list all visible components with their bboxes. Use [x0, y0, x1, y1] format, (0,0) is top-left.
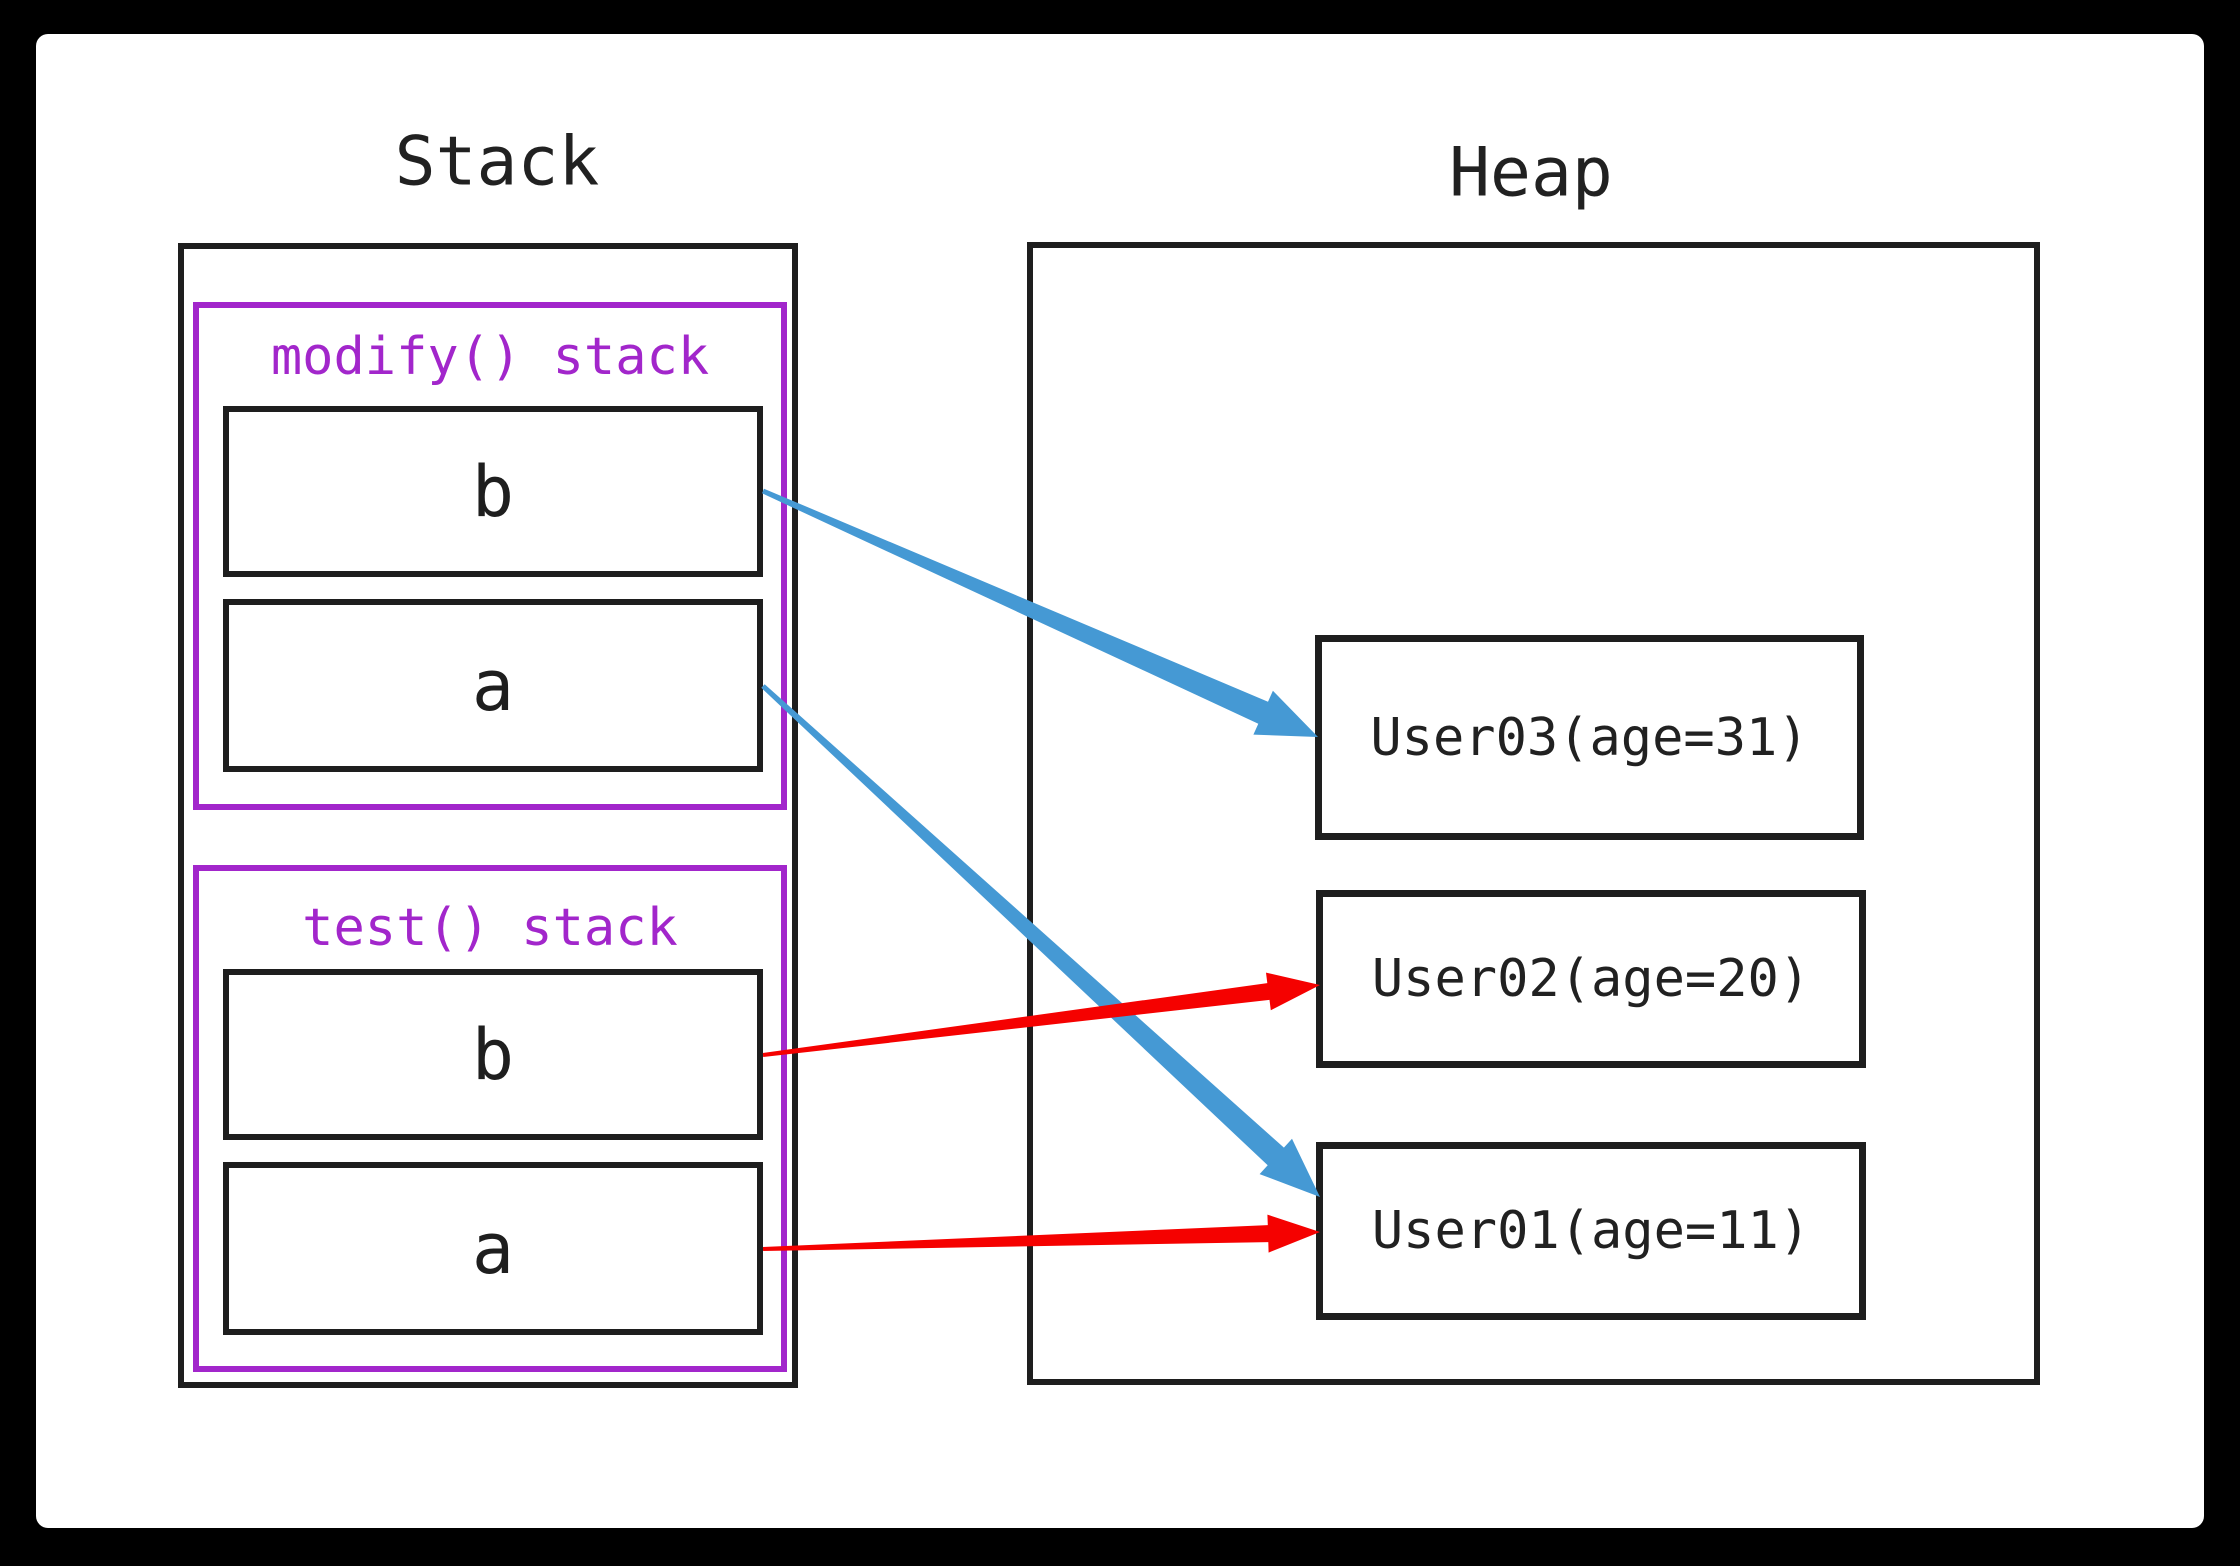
stack-title: Stack	[394, 122, 600, 202]
heap-object-user01: User01(age=11)	[1316, 1142, 1866, 1320]
var-label: a	[471, 644, 515, 727]
heap-object-user02: User02(age=20)	[1316, 890, 1866, 1068]
stack-var-box-modify-a: a	[223, 599, 763, 772]
modify-stack-label: modify() stack	[270, 327, 710, 387]
stack-var-box-test-b: b	[223, 969, 763, 1140]
stack-var-box-test-a: a	[223, 1162, 763, 1335]
heap-object-label: User01(age=11)	[1371, 1201, 1811, 1261]
test-stack-label: test() stack	[302, 898, 678, 958]
heap-object-label: User02(age=20)	[1371, 949, 1811, 1009]
var-label: a	[471, 1207, 515, 1290]
var-label: b	[471, 450, 515, 533]
heap-object-label: User03(age=31)	[1370, 707, 1809, 768]
heap-object-user03: User03(age=31)	[1315, 635, 1864, 840]
stack-var-box-modify-b: b	[223, 406, 763, 577]
var-label: b	[471, 1013, 515, 1096]
heap-title: Heap	[1449, 133, 1613, 213]
